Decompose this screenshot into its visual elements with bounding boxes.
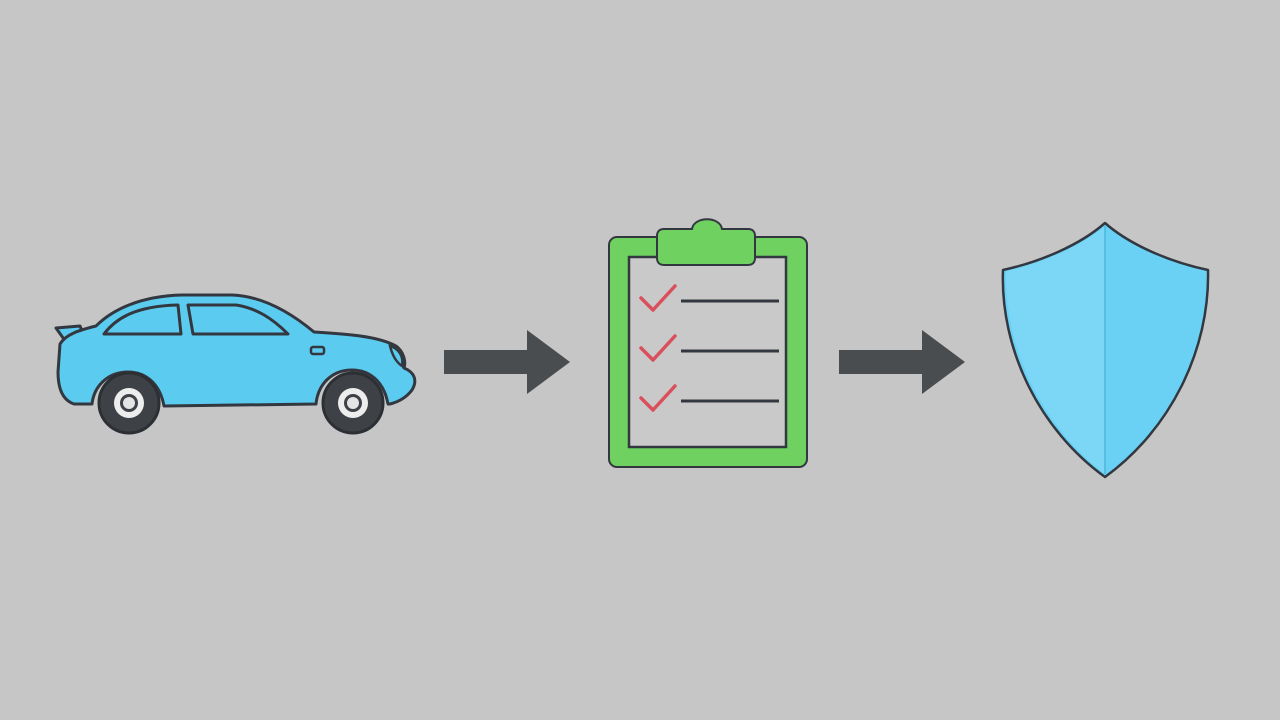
checkmark-icon [639, 334, 677, 362]
shield-highlight [1005, 226, 1105, 474]
checklist [639, 284, 779, 412]
checkmark-icon [639, 284, 677, 312]
clipboard-clip [656, 218, 756, 266]
car-rear-window [102, 303, 183, 336]
arrow-right-icon [839, 330, 965, 394]
car-headlight [388, 344, 404, 369]
car-door-handle [309, 345, 326, 356]
car-icon [54, 293, 417, 435]
arrow-right-icon [444, 330, 570, 394]
clipboard-checklist-icon [608, 218, 808, 468]
car-front-wheel [321, 371, 385, 435]
shield-icon [1001, 221, 1210, 479]
car-rear-wheel [97, 371, 161, 435]
car-front-window [186, 303, 290, 336]
checkmark-icon [639, 384, 677, 412]
